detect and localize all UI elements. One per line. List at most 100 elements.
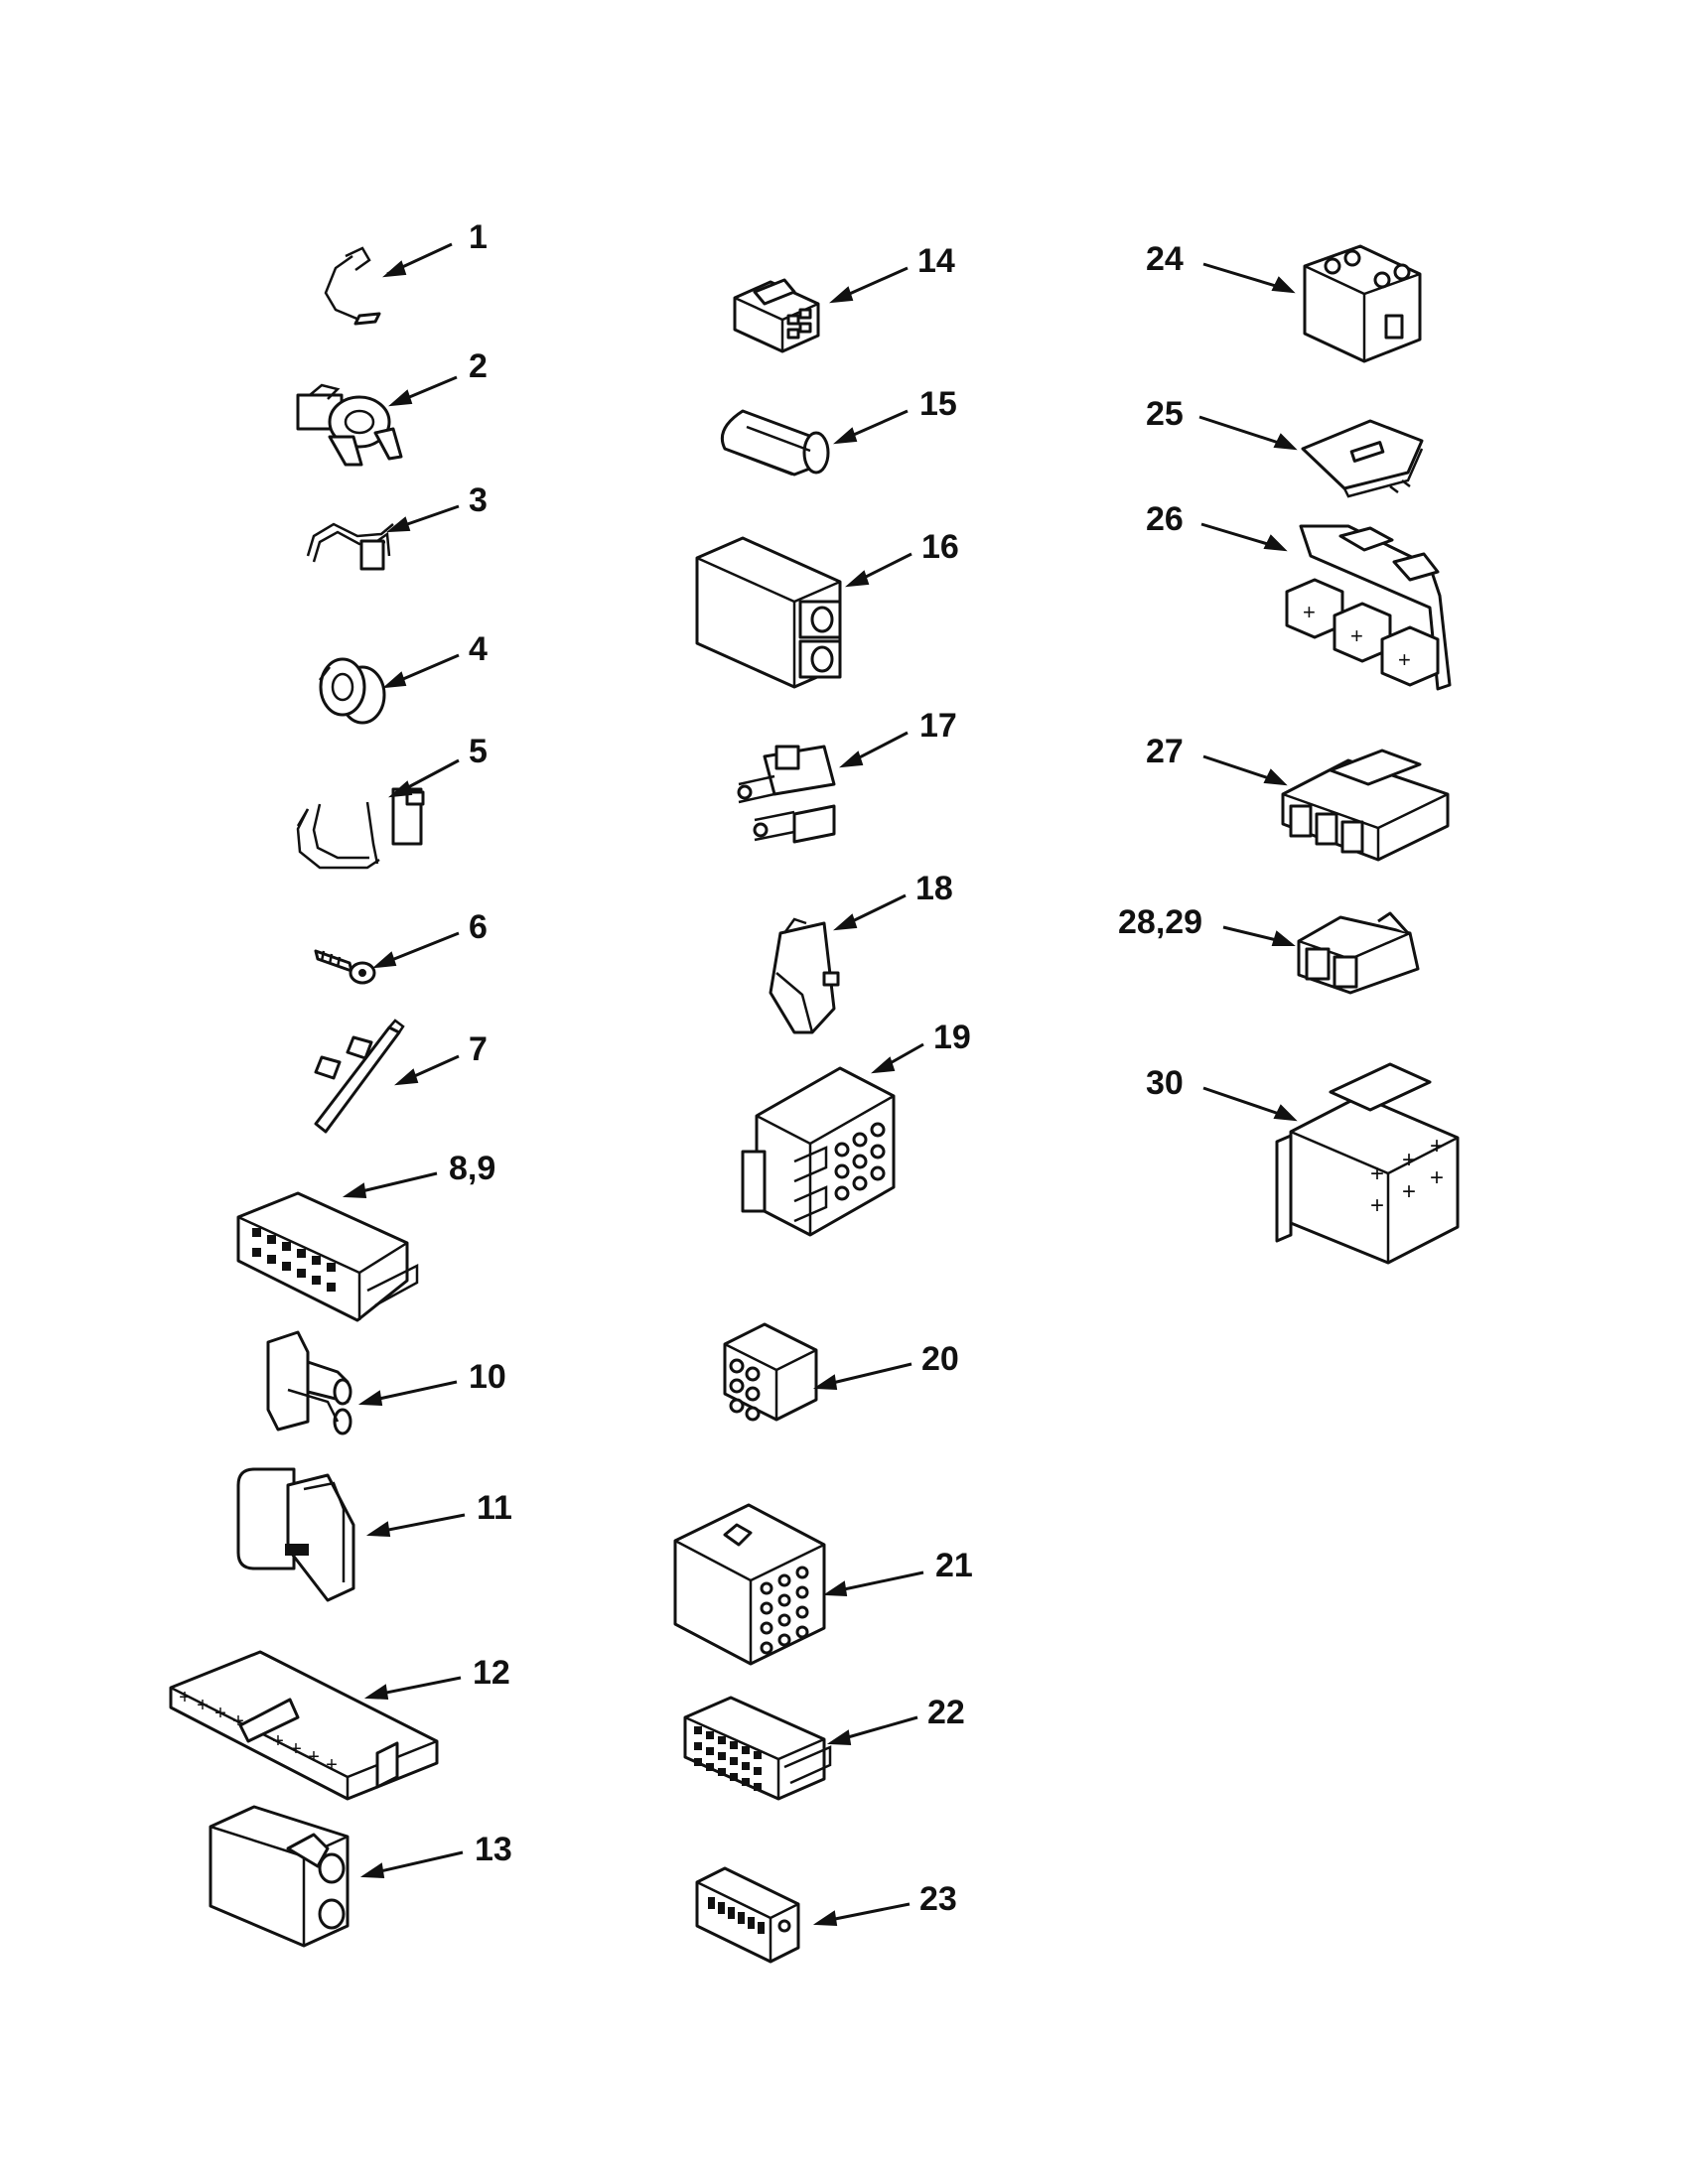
- callout-21: 21: [822, 1547, 973, 1597]
- callout-label-26: 26: [1146, 500, 1184, 538]
- part-30-relay-base: + + + + + +: [1275, 1062, 1460, 1265]
- callout-4: 4: [381, 630, 488, 689]
- svg-text:+: +: [1370, 1160, 1384, 1187]
- svg-text:+: +: [197, 1696, 209, 1718]
- part-15-split-sleeve: [720, 409, 830, 477]
- callout-label-27: 27: [1146, 733, 1184, 770]
- callout-25: 25: [1146, 395, 1298, 451]
- callout-5: 5: [387, 733, 488, 798]
- callout-label-4: 4: [469, 630, 488, 668]
- callout-label-28-29: 28,29: [1118, 903, 1202, 941]
- terminal-crosses: + + + + + + + +: [179, 1688, 338, 1778]
- part-2-cable-clamp: [296, 383, 403, 467]
- callout-label-13: 13: [475, 1831, 512, 1868]
- callout-label-10: 10: [469, 1358, 506, 1396]
- svg-text:+: +: [290, 1739, 302, 1762]
- callout-label-23: 23: [919, 1880, 957, 1918]
- svg-text:+: +: [1398, 647, 1411, 672]
- callout-label-3: 3: [469, 481, 488, 519]
- callout-label-20: 20: [921, 1340, 959, 1378]
- callout-30: 30: [1146, 1064, 1298, 1122]
- callout-label-14: 14: [917, 242, 955, 280]
- callout-label-6: 6: [469, 908, 488, 946]
- part-22-multipin-socket: [683, 1696, 832, 1801]
- callout-label-25: 25: [1146, 395, 1184, 433]
- callout-11: 11: [365, 1489, 512, 1538]
- callout-28-29: 28,29: [1118, 903, 1296, 946]
- callout-label-19: 19: [933, 1019, 971, 1056]
- callout-17: 17: [838, 707, 957, 768]
- callout-label-17: 17: [919, 707, 957, 745]
- part-18-latch: [769, 917, 840, 1034]
- part-23-edge-connector: [695, 1866, 800, 1964]
- part-12-terminal-strip: + + + + + + + +: [169, 1650, 439, 1801]
- svg-text:+: +: [1430, 1133, 1444, 1160]
- part-7-retainer-bar: [314, 1019, 405, 1134]
- callout-label-18: 18: [915, 870, 953, 907]
- part-11-connector-shell: [236, 1467, 355, 1602]
- callout-27: 27: [1146, 733, 1288, 786]
- part-1-wire-clip: [324, 246, 381, 326]
- pin-grid: [252, 1228, 336, 1292]
- callout-label-16: 16: [921, 528, 959, 566]
- svg-text:+: +: [1402, 1147, 1416, 1173]
- callout-12: 12: [363, 1654, 510, 1701]
- part-4-ferrite-ring: [319, 657, 386, 725]
- callout-18: 18: [832, 870, 953, 931]
- pin-grid: [694, 1726, 762, 1791]
- svg-text:+: +: [308, 1747, 320, 1770]
- callout-22: 22: [826, 1694, 965, 1746]
- callout-3: 3: [385, 481, 488, 533]
- callout-label-2: 2: [469, 347, 488, 385]
- callout-24: 24: [1146, 240, 1296, 294]
- callout-label-24: 24: [1146, 240, 1184, 278]
- callout-1: 1: [381, 218, 488, 278]
- pin-grid: [834, 1122, 886, 1201]
- callout-label-1: 1: [469, 218, 488, 256]
- svg-text:+: +: [1350, 623, 1363, 648]
- svg-text:+: +: [232, 1711, 244, 1734]
- callout-20: 20: [812, 1340, 959, 1391]
- callout-2: 2: [387, 347, 488, 407]
- callout-label-30: 30: [1146, 1064, 1184, 1102]
- callout-15: 15: [832, 385, 957, 445]
- part-20-six-pin-cube: [723, 1322, 818, 1422]
- callout-label-22: 22: [927, 1694, 965, 1731]
- callout-label-8-9: 8,9: [449, 1150, 495, 1187]
- callout-label-7: 7: [469, 1030, 488, 1068]
- callout-label-15: 15: [919, 385, 957, 423]
- callout-23: 23: [812, 1880, 957, 1927]
- part-6-screw: [314, 949, 376, 985]
- part-10-terminal-housing: [266, 1330, 352, 1435]
- contact-row: [708, 1897, 765, 1934]
- part-13-two-way-housing: [209, 1805, 350, 1948]
- callout-8-9: 8,9: [342, 1150, 495, 1199]
- part-24-relay-socket: [1303, 244, 1422, 363]
- part-27-three-way-connector: [1281, 749, 1450, 862]
- part-3-spring-clip: [306, 522, 394, 571]
- svg-text:+: +: [1303, 600, 1316, 624]
- callout-13: 13: [359, 1831, 512, 1879]
- svg-text:+: +: [1402, 1178, 1416, 1205]
- svg-text:+: +: [272, 1731, 284, 1754]
- callout-label-21: 21: [935, 1547, 973, 1584]
- callout-7: 7: [393, 1030, 488, 1086]
- part-14-small-housing: [733, 278, 820, 353]
- part-28-29-relay-clip: [1297, 911, 1420, 995]
- callout-label-11: 11: [477, 1489, 512, 1527]
- callout-14: 14: [828, 242, 955, 304]
- callout-10: 10: [357, 1358, 506, 1407]
- part-25-mounting-plate: [1301, 419, 1424, 498]
- callout-label-5: 5: [469, 733, 488, 770]
- part-17-lead-block: [737, 745, 836, 844]
- svg-text:+: +: [326, 1755, 338, 1778]
- part-21-twelve-pin-housing: [673, 1503, 826, 1666]
- svg-text:+: +: [214, 1704, 226, 1726]
- svg-text:+: +: [1370, 1192, 1384, 1219]
- callout-label-12: 12: [473, 1654, 510, 1692]
- callout-6: 6: [371, 908, 488, 969]
- part-8-9-multipin-connector: [236, 1191, 419, 1322]
- svg-text:+: +: [179, 1688, 191, 1710]
